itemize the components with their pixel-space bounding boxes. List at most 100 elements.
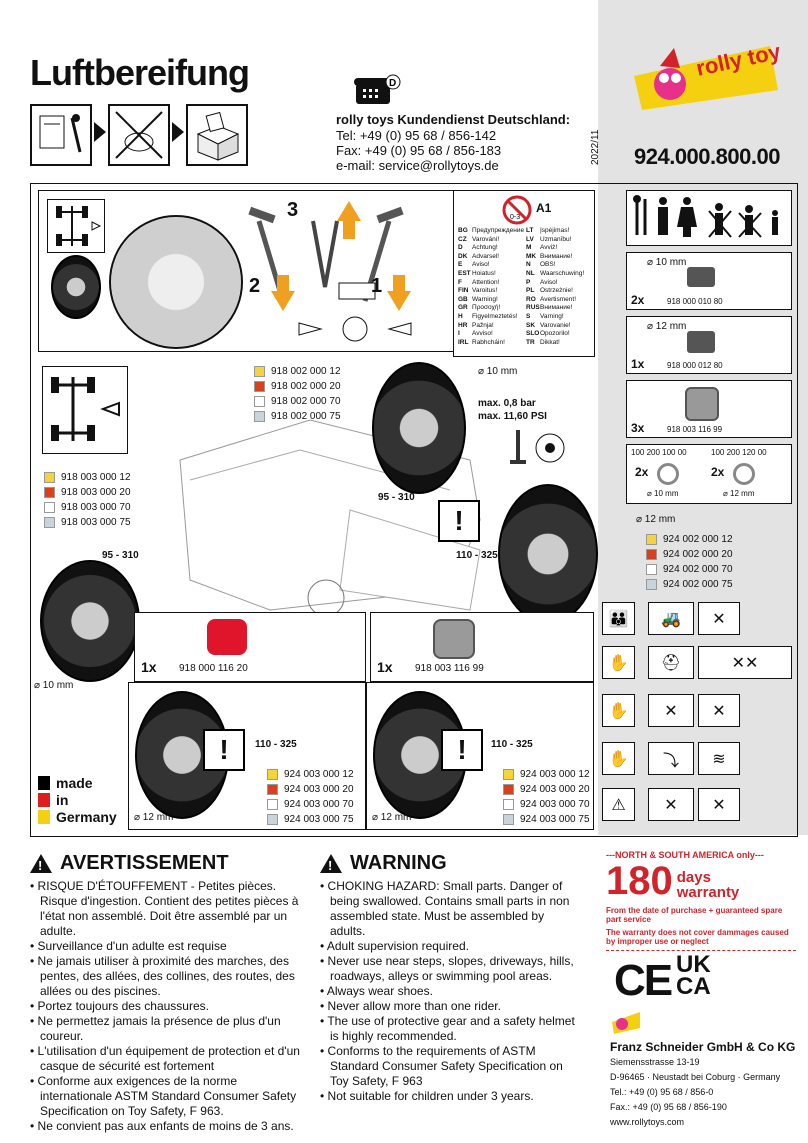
color-swatch bbox=[503, 814, 514, 825]
legend-row: 918 002 000 12 bbox=[254, 364, 341, 379]
open-box-icon bbox=[196, 111, 240, 161]
company-address: Franz Schneider GmbH & Co KG Siemensstra… bbox=[610, 1040, 795, 1130]
rolly-toys-logo: rolly toys bbox=[630, 36, 795, 112]
red-hub-part: 918 000 116 20 bbox=[179, 663, 248, 674]
language-row: SLOOpozorilo! bbox=[526, 330, 592, 339]
age-code: A1 bbox=[536, 201, 552, 215]
front-right-tire bbox=[372, 362, 466, 494]
language-warning: Varoitus! bbox=[472, 287, 498, 295]
language-row: ESTHoiatus! bbox=[458, 270, 524, 279]
warning-item: The use of protective gear and a safety … bbox=[320, 1014, 582, 1044]
part-box-3: 3x 918 003 116 99 bbox=[626, 380, 792, 438]
tool-diagram-panel: 3 2 1 bbox=[38, 190, 458, 352]
removal-tools-icon bbox=[248, 201, 412, 342]
step-2-label: 2 bbox=[249, 275, 261, 297]
legend-row: 924 002 000 70 bbox=[646, 562, 733, 577]
warning-header: !WARNING bbox=[320, 852, 582, 875]
axle-icon bbox=[56, 206, 102, 246]
language-code: SLO bbox=[526, 330, 540, 338]
color-swatch bbox=[254, 381, 265, 392]
pressure-psi: max. 11,60 PSI bbox=[478, 411, 547, 422]
language-code: GB bbox=[458, 295, 468, 303]
legend-row: 918 003 000 20 bbox=[44, 485, 131, 500]
made-in-germany: made in Germany bbox=[38, 774, 117, 825]
grey-hub-qty: 1x bbox=[377, 659, 393, 675]
axle-diagram-rear bbox=[42, 366, 128, 454]
washer-12-icon bbox=[733, 463, 755, 485]
warning-item: Never use near steps, slopes, driveways,… bbox=[320, 954, 582, 984]
service-email[interactable]: e-mail: service@rollytoys.de bbox=[336, 158, 499, 173]
company-web[interactable]: www.rollytoys.com bbox=[610, 1117, 685, 1127]
language-code: FIN bbox=[458, 287, 469, 295]
color-swatch bbox=[646, 579, 657, 590]
step-arrow-icon bbox=[172, 122, 184, 142]
red-hub-icon bbox=[207, 619, 247, 655]
color-swatch bbox=[646, 534, 657, 545]
language-code: EST bbox=[458, 269, 471, 277]
color-swatch bbox=[254, 366, 265, 377]
part-number: 924.000.800.00 bbox=[634, 144, 780, 169]
language-code: GR bbox=[458, 304, 468, 312]
part-1-number: 918 000 010 80 bbox=[667, 297, 723, 306]
legend-row: 924 003 000 12 bbox=[503, 767, 590, 782]
company-logo-small bbox=[610, 1010, 642, 1041]
language-warning: Hoiatus! bbox=[472, 269, 496, 277]
air-pump-icon bbox=[506, 426, 566, 473]
language-warning: OBS! bbox=[540, 261, 556, 269]
warning-item: Ne convient pas aux enfants de moins de … bbox=[30, 1119, 302, 1134]
no-pool-icon: ≋ bbox=[698, 742, 740, 775]
color-swatch bbox=[646, 564, 657, 575]
color-swatch bbox=[503, 784, 514, 795]
washer-left-diameter: ⌀ 10 mm bbox=[647, 489, 679, 498]
bottom-right-washer-diameter: ⌀ 12 mm bbox=[372, 812, 412, 823]
language-code: SK bbox=[526, 321, 536, 329]
warning-item: L'utilisation d'un équipement de protect… bbox=[30, 1044, 302, 1074]
no-helmet-icon: ⛑ bbox=[648, 646, 694, 679]
legend-row: 924 003 000 75 bbox=[267, 812, 354, 827]
language-warning: Aviso! bbox=[540, 278, 558, 286]
warranty-region: ---NORTH & SOUTH AMERICA only--- bbox=[606, 850, 764, 860]
company-fax: Fax.: +49 (0) 95 68 / 856-190 bbox=[610, 1102, 727, 1112]
nut-cap-10-icon bbox=[687, 267, 715, 287]
washer-right-code: 100 200 120 00 bbox=[711, 448, 767, 457]
color-swatch bbox=[503, 799, 514, 810]
language-warning: Ostrzeżnie! bbox=[540, 287, 573, 295]
legend-row: 918 002 000 70 bbox=[254, 394, 341, 409]
part-3-qty: 3x bbox=[631, 421, 645, 435]
language-warning: Προσοχή! bbox=[472, 304, 501, 312]
left-washer-diameter: ⌀ 10 mm bbox=[34, 680, 74, 691]
legend-part-number: 918 003 000 70 bbox=[61, 502, 131, 513]
color-swatch bbox=[44, 487, 55, 498]
language-code: I bbox=[458, 330, 460, 338]
language-code: IRL bbox=[458, 338, 469, 346]
bottom-right-tire-size: 110 - 325 bbox=[491, 739, 533, 750]
warranty-days-word: days bbox=[676, 869, 711, 886]
warning-exclamation-icon: ! bbox=[441, 729, 483, 771]
color-swatch bbox=[267, 784, 278, 795]
germany-label: Germany bbox=[56, 808, 117, 825]
language-code: DK bbox=[458, 252, 468, 260]
stop-hand-icon-3: ✋ bbox=[602, 742, 635, 775]
color-swatch bbox=[44, 517, 55, 528]
bottom-left-washer-diameter: ⌀ 12 mm bbox=[134, 812, 174, 823]
warning-item: RISQUE D'ÉTOUFFEMENT - Petites pièces. R… bbox=[30, 879, 302, 939]
legend-part-number: 924 002 000 70 bbox=[663, 564, 733, 575]
legend-row: 924 002 000 20 bbox=[646, 547, 733, 562]
warning-title: WARNING bbox=[350, 852, 447, 874]
legend-row: 924 003 000 70 bbox=[503, 797, 590, 812]
step-1-label: 1 bbox=[371, 275, 383, 297]
